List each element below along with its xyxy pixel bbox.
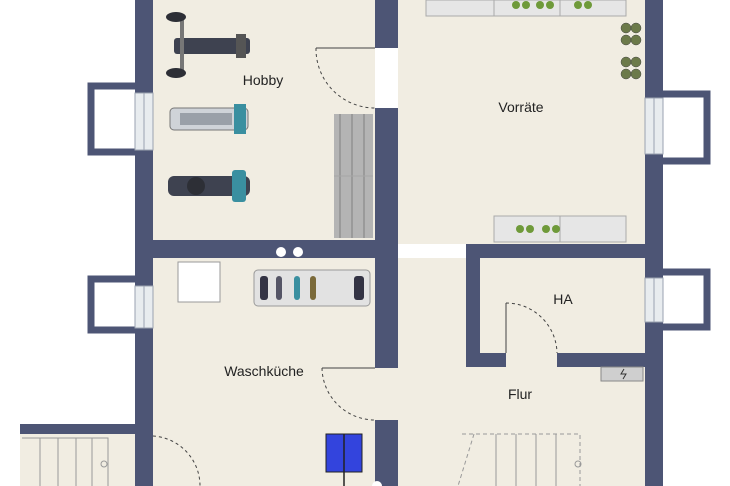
shoe-rack-icon (253, 269, 371, 307)
door-wasch-swing (321, 367, 376, 421)
room-label-flur: Flur (508, 386, 532, 402)
wine-rack-icon (425, 0, 627, 17)
wall-stair-top (20, 424, 153, 434)
window-glass-lines (143, 93, 655, 328)
room-label-hobby: Hobby (243, 72, 283, 88)
doors (152, 47, 558, 486)
exercise-bike-icon (168, 170, 250, 202)
wall-right-outer (645, 322, 663, 486)
wall-right-outer (645, 154, 663, 278)
wine-rack-icon (493, 215, 627, 243)
treadmill-icon (169, 104, 249, 134)
window-bay-right-top (663, 90, 711, 165)
electrical-panel-icon (600, 366, 644, 382)
wall-ha-left (466, 244, 480, 367)
window-bays (87, 82, 711, 334)
window-bay-right-bottom (663, 268, 711, 331)
wall-left-outer (135, 0, 153, 93)
wall-central (375, 420, 398, 486)
wall-central (375, 0, 398, 48)
wall-left-outer (135, 150, 153, 286)
wall-left-outer (135, 328, 153, 436)
floor-vorraete (398, 0, 645, 244)
wall-ha-top (466, 244, 645, 258)
room-label-ha: HA (553, 291, 573, 307)
wall-wasch-left (135, 436, 153, 486)
room-label-waschkueche: Waschküche (224, 363, 304, 379)
wall-ha-bottom (466, 353, 506, 367)
wall-right-outer (645, 0, 663, 98)
door-stair-swing (152, 435, 201, 486)
floor-lower (153, 258, 645, 486)
wall-hobby-bottom (153, 240, 375, 258)
room-label-vorraete: Vorräte (498, 99, 543, 115)
wine-rack-icon (620, 22, 642, 80)
wall-ha-bottom (557, 353, 645, 367)
staircase-icon (22, 437, 109, 486)
pipe-connections-icon (276, 247, 303, 257)
storage-shelf-icon (334, 114, 373, 238)
walls (20, 0, 663, 486)
water-tank-icon (325, 433, 382, 486)
wall-central (375, 108, 398, 368)
window-bay-left-top (87, 82, 135, 156)
staircase-icon (457, 433, 582, 486)
floor-stair-landing (20, 430, 153, 486)
floor-areas (20, 0, 645, 486)
weight-bench-icon (166, 12, 250, 78)
washing-machine-icon (177, 261, 221, 303)
window-bay-left-bottom (87, 275, 135, 334)
